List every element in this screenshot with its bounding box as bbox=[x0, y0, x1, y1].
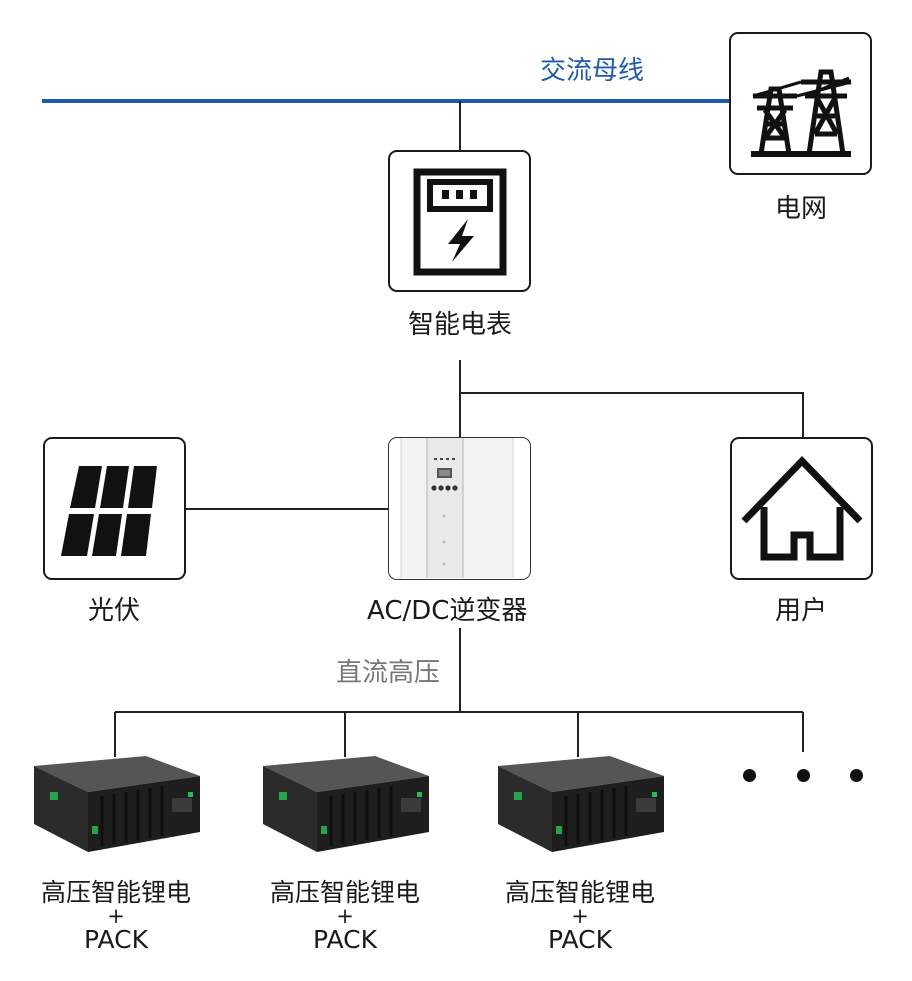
battery-pack-icon bbox=[34, 756, 200, 852]
grid-label: 电网 bbox=[775, 194, 828, 224]
grid-node bbox=[729, 32, 872, 175]
battery-label-1: 高压智能锂电 + PACK bbox=[25, 879, 207, 954]
user-node bbox=[730, 437, 873, 580]
more-dot-1 bbox=[743, 769, 756, 782]
meter-node bbox=[388, 150, 531, 292]
battery-pack-icon bbox=[263, 756, 429, 852]
pv-label: 光伏 bbox=[88, 596, 141, 626]
battery-label-plus: + bbox=[571, 904, 589, 928]
power-tower-icon bbox=[751, 69, 852, 157]
battery-pack-1 bbox=[28, 752, 204, 858]
battery-label-line2: PACK bbox=[84, 924, 148, 954]
more-dot-2 bbox=[797, 769, 810, 782]
battery-label-plus: + bbox=[107, 904, 125, 928]
battery-label-line2: PACK bbox=[313, 924, 377, 954]
battery-label-line1: 高压智能锂电 bbox=[504, 878, 655, 907]
meter-label: 智能电表 bbox=[408, 310, 513, 340]
user-label: 用户 bbox=[775, 596, 828, 626]
inverter-label: AC/DC逆变器 bbox=[367, 596, 528, 626]
battery-label-line2: PACK bbox=[548, 924, 612, 954]
inverter-cabinet-icon bbox=[400, 438, 514, 578]
battery-pack-2 bbox=[257, 752, 433, 858]
dc-high-label: 直流高压 bbox=[336, 658, 441, 688]
more-dot-3 bbox=[850, 769, 863, 782]
battery-label-plus: + bbox=[336, 904, 354, 928]
battery-pack-icon bbox=[498, 756, 664, 852]
battery-label-line1: 高压智能锂电 bbox=[40, 878, 191, 907]
pv-node bbox=[43, 437, 186, 580]
meter-to-user-line bbox=[460, 392, 804, 437]
battery-label-3: 高压智能锂电 + PACK bbox=[489, 879, 671, 954]
battery-label-line1: 高压智能锂电 bbox=[269, 878, 420, 907]
solar-panel-icon bbox=[61, 466, 157, 556]
ac-bus-label: 交流母线 bbox=[540, 56, 645, 86]
battery-label-2: 高压智能锂电 + PACK bbox=[254, 879, 436, 954]
electric-meter-icon bbox=[413, 168, 507, 276]
battery-pack-3 bbox=[492, 752, 668, 858]
inverter-node bbox=[388, 437, 531, 580]
house-icon bbox=[741, 455, 863, 561]
